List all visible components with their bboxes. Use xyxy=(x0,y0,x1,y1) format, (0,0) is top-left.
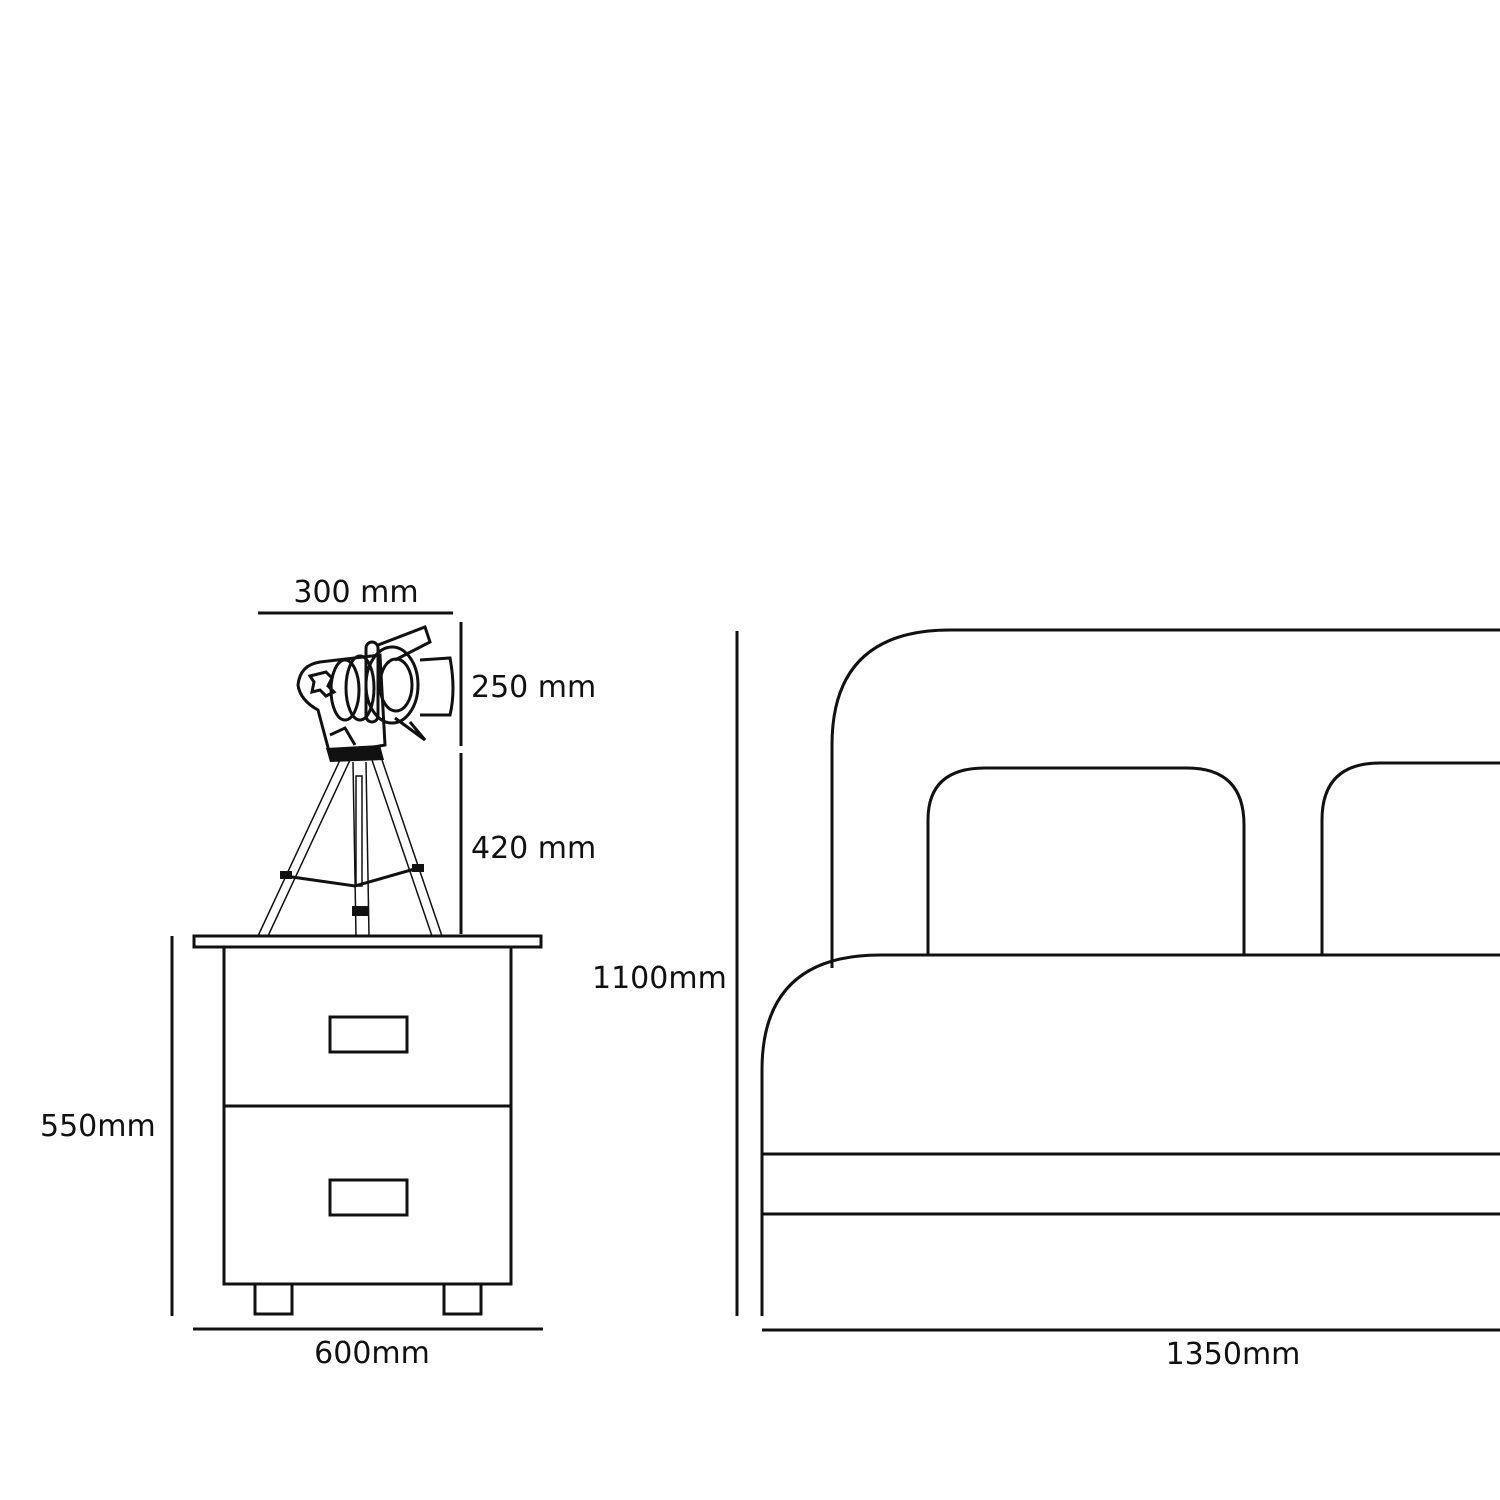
nightstand-height-label: 550mm xyxy=(40,1109,156,1144)
tripod-lamp-illustration xyxy=(257,625,455,937)
drawer-handle xyxy=(328,1178,409,1217)
nightstand-width-label: 600mm xyxy=(314,1336,430,1371)
bed-height-label: 1100mm xyxy=(592,961,727,996)
lamp-head-height-label: 250 mm xyxy=(471,670,596,705)
lamp-width-label: 300 mm xyxy=(293,575,418,610)
nightstand-illustration xyxy=(192,934,543,1316)
bed-width-label: 1350mm xyxy=(1166,1337,1301,1372)
bed-illustration xyxy=(760,628,1500,1316)
drawer-handle xyxy=(328,1015,409,1054)
lamp-tripod-height-label: 420 mm xyxy=(471,831,596,866)
